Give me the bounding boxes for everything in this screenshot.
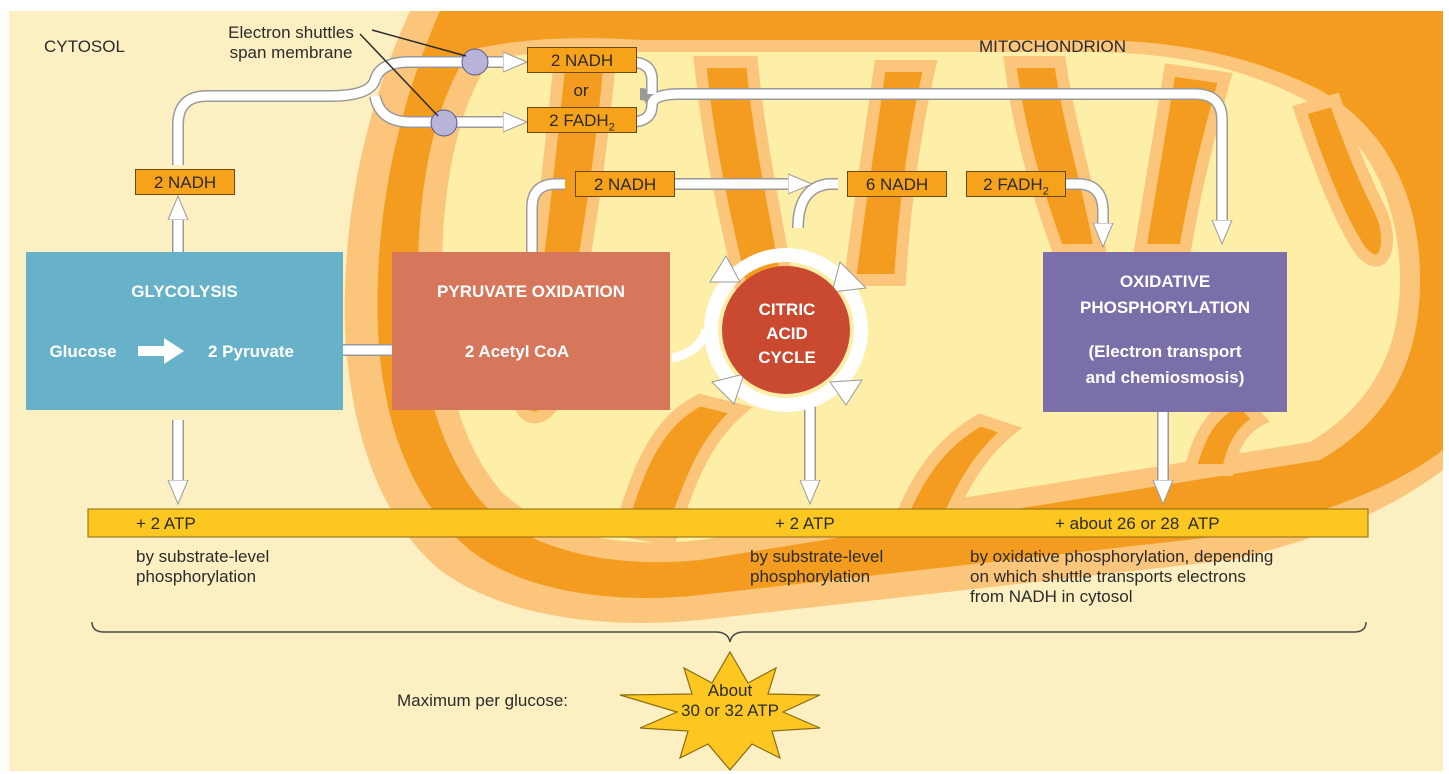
shuttle-fadh2-subscript: 2 [608,121,615,134]
shuttle-circles [359,29,489,137]
cycle-fadh2-box: 2 FADH2 [966,171,1066,197]
citric-line1: CITRIC [758,300,816,319]
substrate-note-1-line1: by substrate-level [136,547,270,566]
atp-total: About 30 or 32 ATP [660,681,800,721]
total-brace [91,621,1367,643]
or-label: or [573,81,589,100]
oxphos-line4: and chemiosmosis) [1085,368,1245,387]
oxidative-note: by oxidative phosphorylation, depending … [970,547,1273,607]
citric-acid-cycle-label: CITRIC ACID CYCLE [742,294,832,374]
cycle-nadh-box: 6 NADH [847,171,947,197]
citric-line2: ACID [766,324,808,343]
shuttle-note-line1: Electron shuttles [228,23,354,42]
oxidative-note-line2: on which shuttle transports electrons [970,567,1246,586]
pyruvate-nadh-box: 2 NADH [575,171,675,197]
shuttle-nadh-box: 2 NADH [527,47,637,73]
glycolysis-nadh-box: 2 NADH [135,169,235,195]
cycle-fadh2-subscript: 2 [1042,185,1049,198]
oxidative-note-line3: from NADH in cytosol [970,587,1133,606]
glycolysis-box: GLYCOLYSIS Glucose 2 Pyruvate [26,252,343,410]
pyruvate-oxidation-title: PYRUVATE OXIDATION [437,282,625,301]
glucose-label: Glucose [49,342,117,361]
diagram-graphics [87,11,1443,771]
mitochondrion-shape [344,11,1443,623]
oxphos-line1: OXIDATIVE [1119,272,1211,291]
citric-cycle-ring [704,248,868,412]
oxphos-line2: PHOSPHORYLATION [1079,298,1250,317]
atp-glycolysis: + 2 ATP [136,514,196,533]
atp-starburst [619,650,821,771]
cycle-fadh2-text: 2 FADH [983,175,1043,194]
shuttle-note-line2: span membrane [229,43,353,62]
glycolysis-title: GLYCOLYSIS [131,282,238,301]
max-per-glucose-label: Maximum per glucose: [397,691,569,710]
pyruvate-oxidation-box: PYRUVATE OXIDATION 2 Acetyl CoA [392,252,670,410]
mitochondrion-label: MITOCHONDRION [979,37,1127,56]
substrate-note-2: by substrate-level phosphorylation [750,547,883,587]
substrate-note-1-line2: phosphorylation [136,567,257,586]
cytosol-label: CYTOSOL [44,37,125,56]
atp-oxidative: + about 26 or 28 ATP [1055,514,1220,533]
pyruvate-label: 2 Pyruvate [208,342,294,361]
shuttle-fadh2-text: 2 FADH [549,111,609,130]
oxidative-phosphorylation-box: OXIDATIVE PHOSPHORYLATION (Electron tran… [1043,252,1287,412]
diagram-panel: CYTOSOL MITOCHONDRION Electron shuttles … [9,11,1443,771]
atp-citric: + 2 ATP [775,514,835,533]
atp-total-line1: About [707,681,753,700]
substrate-note-2-line1: by substrate-level [750,547,884,566]
substrate-note-2-line2: phosphorylation [750,567,871,586]
acetyl-coa-label: 2 Acetyl CoA [464,342,570,361]
atp-total-line2: 30 or 32 ATP [681,701,779,720]
atp-bar-rect [87,508,1369,538]
shuttle-note: Electron shuttles span membrane [206,23,376,63]
shuttle-fadh2-box: 2 FADH2 [527,107,637,133]
substrate-note-1: by substrate-level phosphorylation [136,547,269,587]
glycolysis-arrow-icon [138,338,184,364]
oxphos-line3: (Electron transport [1088,342,1242,361]
citric-line3: CYCLE [758,348,816,367]
oxidative-note-line1: by oxidative phosphorylation, depending [970,547,1274,566]
